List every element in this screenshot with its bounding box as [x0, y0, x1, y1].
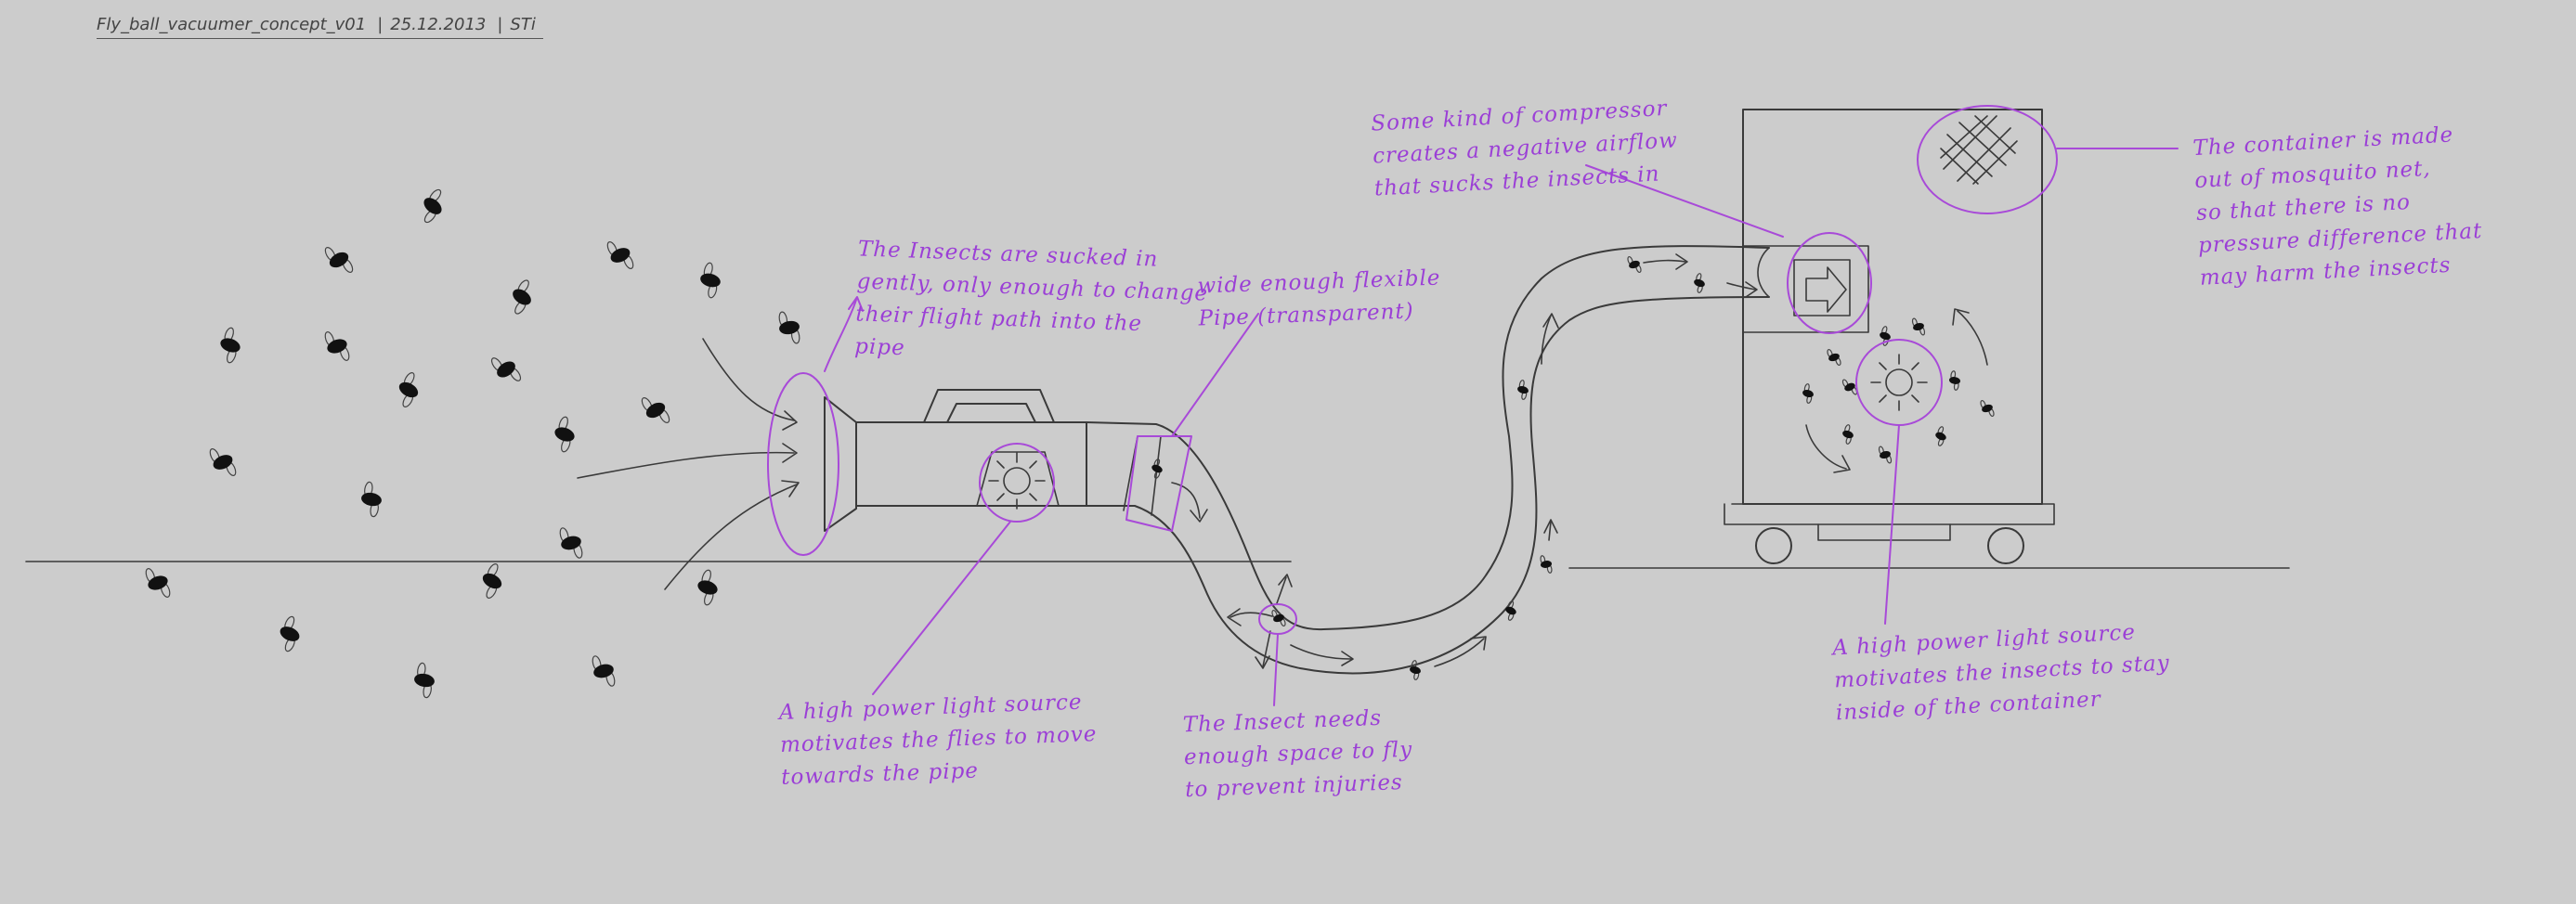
fly-11	[554, 416, 575, 453]
fly-13	[209, 448, 237, 476]
note-sucked-gently: The Insects are sucked in gently, only e…	[853, 237, 1209, 361]
fly-21	[697, 569, 718, 606]
fly-5	[220, 327, 241, 364]
fly-15	[559, 527, 583, 559]
fly-35	[1949, 370, 1960, 391]
wheel-left	[1755, 527, 1792, 564]
fly-23	[1271, 609, 1286, 627]
light-source-container	[1870, 354, 1928, 411]
compressor-box	[1742, 245, 1869, 333]
fly-10	[778, 311, 800, 344]
vacuum-handle	[923, 389, 1055, 423]
note-light-flies: A high power light source motivates the …	[778, 690, 1098, 790]
fly-31	[1802, 383, 1814, 404]
fly-30	[1827, 348, 1841, 367]
escape-arrows	[1227, 574, 1293, 669]
airflow-out-arrow	[1805, 266, 1847, 313]
light-highlight-vacuum	[979, 443, 1055, 523]
light-housing-vacuum	[976, 451, 1060, 507]
pipe-highlight	[1125, 435, 1192, 532]
light-highlight-container	[1855, 339, 1943, 426]
drawing-date: 25.12.2013	[390, 15, 487, 34]
fly-24	[1410, 660, 1421, 680]
fly-19	[414, 662, 435, 699]
fly-18	[280, 615, 300, 652]
funnel-highlight	[767, 372, 839, 556]
note-light-container: A high power light source motivates the …	[1831, 620, 2171, 726]
fly-1	[423, 188, 442, 224]
note-container: The container is made out of mosquito ne…	[2192, 123, 2483, 291]
fly-26	[1540, 555, 1553, 574]
flexible-pipe	[1086, 245, 1770, 675]
fly-36	[1980, 399, 1995, 418]
fly-14	[361, 481, 382, 518]
fly-20	[592, 655, 616, 687]
fly-3	[513, 279, 531, 315]
fly-39	[1842, 424, 1854, 445]
light-source-vacuum	[988, 452, 1046, 510]
fly-22	[1151, 458, 1163, 479]
fly-33	[1880, 326, 1891, 346]
note-insect-space: The Insect needs enough space to fly to …	[1182, 705, 1413, 803]
container-box	[1742, 109, 2043, 505]
wheel-right	[1987, 527, 2024, 564]
fly-38	[1878, 446, 1893, 464]
airflow-arrows-inlet	[577, 338, 800, 590]
fly-25	[1505, 601, 1516, 621]
net-highlight	[1917, 105, 2058, 214]
mosquito-net	[1940, 115, 2018, 185]
fly-34	[1911, 317, 1926, 336]
annotations	[767, 105, 2179, 706]
fly-9	[700, 262, 721, 299]
fly-17	[145, 568, 171, 598]
fly-28	[1627, 255, 1642, 274]
fly-29	[1694, 273, 1705, 293]
note-compressor: Some kind of compressor creates a negati…	[1370, 96, 1679, 201]
fly-2	[324, 247, 354, 273]
fly-27	[1517, 380, 1529, 400]
fly-4	[606, 241, 634, 269]
funnel-inlet	[824, 396, 857, 532]
flies	[145, 188, 1995, 699]
fly-7	[398, 372, 419, 407]
compressor-highlight	[1787, 232, 1872, 334]
drawing-title: Fly_ball_vacuumer_concept_v01|25.12.2013…	[97, 15, 543, 39]
fly-16	[482, 563, 502, 599]
drawing-filename: Fly_ball_vacuumer_concept_v01	[97, 15, 367, 34]
drawing-author: STi	[510, 15, 536, 34]
insect-container	[1724, 109, 2055, 564]
fly-37	[1935, 426, 1946, 446]
fly-12	[641, 397, 670, 423]
fly-8	[490, 357, 522, 381]
fly-6	[324, 331, 350, 361]
note-flexible-pipe: wide enough flexible Pipe (transparent)	[1196, 265, 1441, 331]
